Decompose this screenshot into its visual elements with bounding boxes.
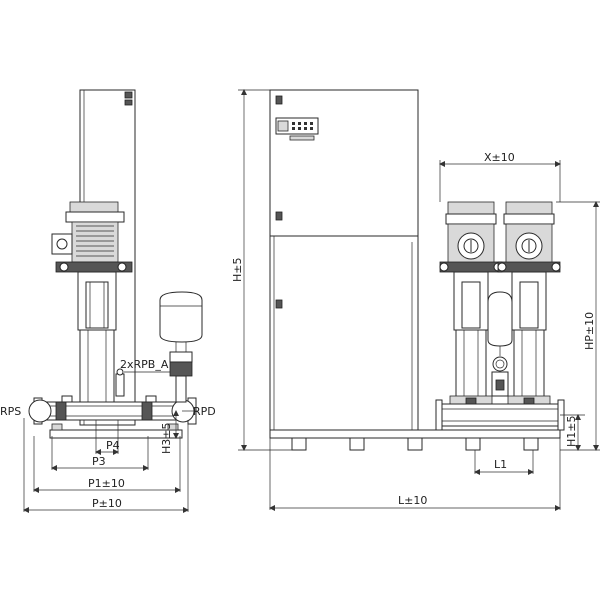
- side-view: [23, 89, 203, 513]
- label-p1: P1±10: [88, 477, 125, 490]
- label-x: X±10: [484, 151, 515, 164]
- label-rpd: RPD: [193, 405, 216, 418]
- label-hp: HP±10: [583, 312, 596, 350]
- label-p: P±10: [92, 497, 122, 510]
- diaphragm-vessel-front: [487, 291, 513, 397]
- label-rps: RPS: [0, 405, 21, 418]
- label-l: L±10: [398, 494, 427, 507]
- front-view: [238, 89, 600, 511]
- label-h3: H3±5: [160, 423, 173, 455]
- front-pump-2: [497, 201, 561, 407]
- diaphragm-vessel-side: [159, 291, 203, 403]
- label-h: H±5: [231, 258, 244, 283]
- front-pump-1: [439, 201, 503, 407]
- side-motor: [51, 201, 133, 273]
- label-p4: P4: [106, 439, 120, 452]
- label-h1: H1±5: [565, 416, 578, 448]
- label-l1: L1: [494, 458, 507, 471]
- control-panel: [275, 117, 319, 141]
- base-feet: [291, 437, 539, 451]
- label-rpb-a: 2xRPB_A: [120, 358, 169, 371]
- label-p3: P3: [92, 455, 106, 468]
